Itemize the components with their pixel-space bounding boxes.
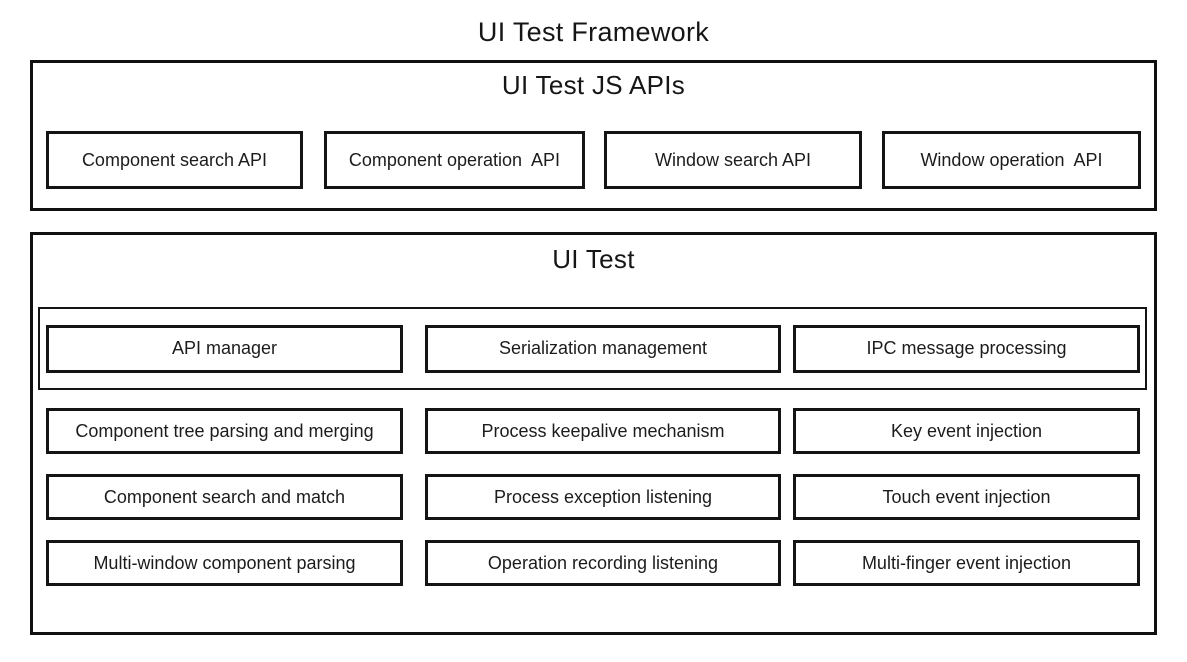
box-touch-event-injection: Touch event injection [793, 474, 1140, 520]
box-serialization-management: Serialization management [425, 324, 781, 373]
box-process-exception-listening: Process exception listening [425, 474, 781, 520]
capability-row-3: Multi-window component parsing Operation… [46, 540, 1140, 586]
box-window-operation-api: Window operation API [882, 131, 1141, 189]
section-ui-test: UI Test API manager Serialization manage… [30, 232, 1157, 635]
manager-row-frame: API manager Serialization management IPC… [38, 307, 1147, 390]
box-component-tree-parsing-and-merging: Component tree parsing and merging [46, 408, 403, 454]
box-component-operation-api: Component operation API [324, 131, 585, 189]
box-ipc-message-processing: IPC message processing [793, 324, 1140, 373]
section-js-apis-heading: UI Test JS APIs [501, 70, 686, 100]
box-process-keepalive-mechanism: Process keepalive mechanism [425, 408, 781, 454]
box-multi-window-component-parsing: Multi-window component parsing [46, 540, 403, 586]
box-window-search-api: Window search API [604, 131, 862, 189]
box-operation-recording-listening: Operation recording listening [425, 540, 781, 586]
box-api-manager: API manager [46, 324, 403, 373]
box-multi-finger-event-injection: Multi-finger event injection [793, 540, 1140, 586]
capability-row-2: Component search and match Process excep… [46, 474, 1140, 520]
diagram-title: UI Test Framework [477, 17, 710, 47]
section-ui-test-heading: UI Test [552, 244, 635, 274]
box-key-event-injection: Key event injection [793, 408, 1140, 454]
js-apis-box-row: Component search API Component operation… [46, 131, 1141, 189]
box-component-search-api: Component search API [46, 131, 303, 189]
section-js-apis: UI Test JS APIs Component search API Com… [30, 60, 1157, 211]
capability-row-1: Component tree parsing and merging Proce… [46, 408, 1140, 454]
box-component-search-and-match: Component search and match [46, 474, 403, 520]
